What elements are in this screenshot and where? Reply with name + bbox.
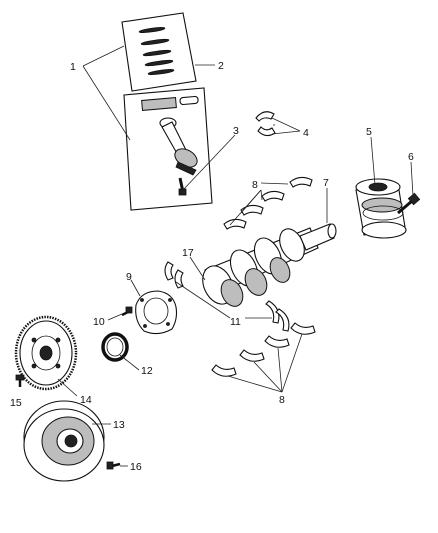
damper-bolt [397, 192, 421, 215]
callout-17: 17 [182, 247, 194, 259]
connecting-rod-card [123, 87, 213, 211]
flexplate-bolt [15, 374, 25, 387]
callout-3: 3 [233, 125, 239, 137]
crankshaft [202, 223, 337, 307]
callout-9: 9 [126, 271, 132, 283]
flexplate [14, 315, 78, 391]
callout-1: 1 [70, 61, 76, 73]
callout-16: 16 [130, 461, 142, 473]
callout-4: 4 [303, 127, 309, 139]
bearing-shells-small [255, 111, 276, 137]
seal-retainer [135, 290, 178, 335]
rod-bolt [178, 177, 187, 196]
converter-bolt [106, 461, 121, 470]
rear-main-seal [101, 332, 129, 362]
callout-5: 5 [366, 126, 372, 138]
main-bearings-upper [223, 176, 313, 230]
thrust-washers [164, 261, 290, 332]
callout-6: 6 [408, 151, 414, 163]
callout-7: 7 [323, 177, 329, 189]
callout-8-upper: 8 [252, 179, 258, 191]
leader-lines [57, 45, 414, 467]
connecting-rod [159, 117, 198, 176]
callout-13: 13 [113, 419, 125, 431]
callout-labels: 1 2 3 4 5 6 7 8 8 9 10 11 12 13 14 15 16… [10, 60, 414, 473]
torque-converter [23, 400, 105, 482]
vibration-damper [355, 178, 407, 239]
piston-ring-card [121, 12, 197, 92]
callout-2: 2 [218, 60, 224, 72]
callout-14: 14 [80, 394, 92, 406]
callout-11: 11 [230, 316, 241, 328]
callout-12: 12 [141, 365, 153, 377]
retainer-bolt [121, 306, 133, 317]
callout-15: 15 [10, 397, 22, 409]
callout-10: 10 [93, 316, 105, 328]
main-bearings-lower [211, 322, 316, 377]
callout-8-lower: 8 [279, 394, 285, 406]
